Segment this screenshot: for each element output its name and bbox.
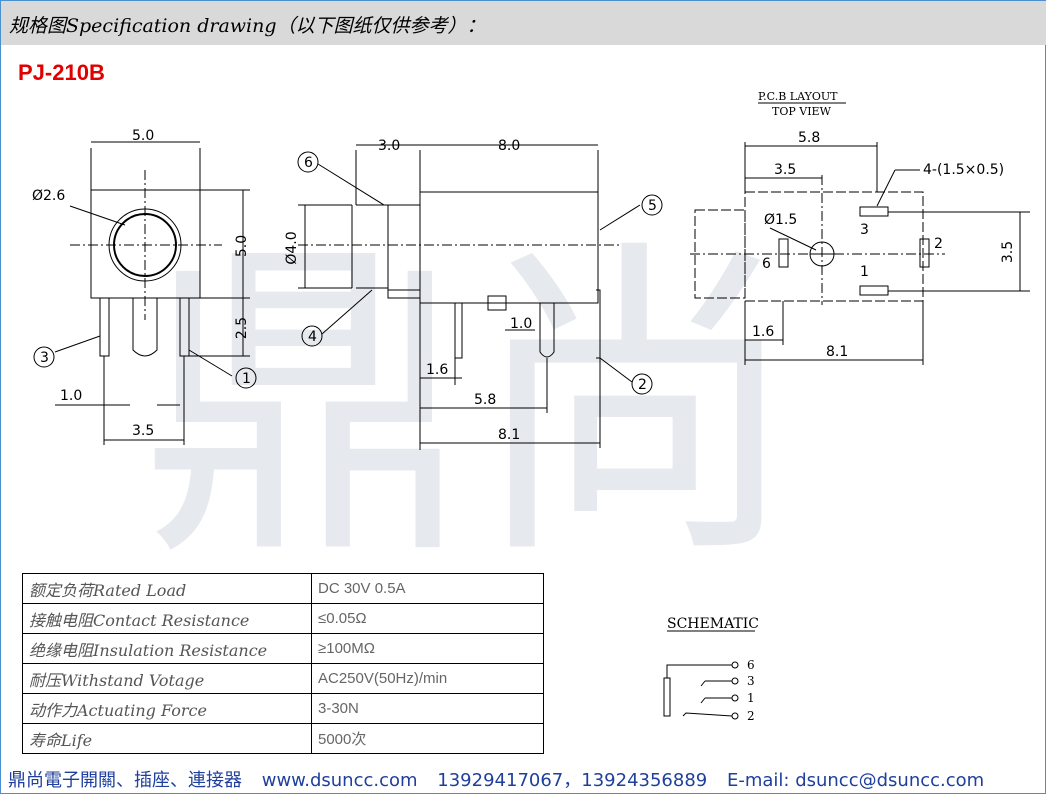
spec-table: 额定负荷Rated Load DC 30V 0.5A 接触电阻Contact R…: [22, 573, 544, 754]
pcb-pad-1: 1: [860, 264, 869, 280]
header-bar: 规格图Specification drawing（以下图纸仅供参考）：: [1, 1, 1046, 45]
pcb-dim-1-6-label: 1.6: [752, 324, 774, 340]
footer-phones: 13929417067，13924356889: [437, 770, 708, 791]
front-pin-spacing-label: 1.0: [60, 388, 82, 404]
side-nose-dia-label: Ø4.0: [284, 231, 300, 264]
schematic-title: SCHEMATIC: [667, 616, 759, 632]
schematic-pin-2: 2: [747, 709, 755, 723]
side-dim-5-8-label: 5.8: [474, 392, 496, 408]
spec-label: 额定负荷Rated Load: [22, 573, 312, 604]
spec-value: 3-30N: [311, 693, 544, 724]
pcb-pad-3: 3: [860, 222, 869, 238]
table-row: 额定负荷Rated Load DC 30V 0.5A: [22, 573, 544, 604]
footer-website[interactable]: www.dsuncc.com: [261, 770, 418, 791]
spec-value: 5000次: [311, 723, 544, 754]
side-nose-length-label: 3.0: [378, 138, 400, 154]
pcb-hole-label: Ø1.5: [764, 212, 797, 228]
schematic-diagram: SCHEMATIC 6 3 1 2: [663, 616, 759, 723]
side-dim-1-0-label: 1.0: [510, 316, 532, 332]
model-number: PJ-210B: [18, 60, 105, 85]
pcb-vertical-label: 3.5: [1000, 241, 1016, 263]
footer-company: 鼎尚電子開關、插座、連接器: [8, 770, 242, 791]
pcb-width-label: 5.8: [798, 130, 820, 146]
spec-value: ≥100MΩ: [311, 633, 544, 664]
callout-1: 1: [242, 371, 251, 387]
front-width-label: 5.0: [132, 128, 154, 144]
pcb-pad-2: 2: [934, 236, 943, 252]
front-pin-span-label: 3.5: [132, 423, 154, 439]
front-hole-label: Ø2.6: [32, 188, 65, 204]
front-pin-length-label: 2.5: [234, 317, 250, 339]
side-dim-1-6-label: 1.6: [426, 362, 448, 378]
table-row: 寿命Life 5000次: [22, 723, 544, 754]
pcb-layout-title: P.C.B LAYOUT: [758, 90, 838, 103]
callout-5: 5: [648, 198, 657, 214]
side-body-length-label: 8.0: [498, 138, 520, 154]
pcb-layout-subtitle: TOP VIEW: [772, 105, 832, 118]
table-row: 耐压Withstand Votage AC250V(50Hz)/min: [22, 663, 544, 694]
callout-3: 3: [40, 350, 49, 366]
callout-6: 6: [304, 155, 313, 171]
front-height-label: 5.0: [234, 235, 250, 257]
pcb-center-label: 3.5: [774, 162, 796, 178]
pcb-pads-note: 4-(1.5×0.5): [923, 162, 1004, 178]
spec-label: 耐压Withstand Votage: [22, 663, 312, 694]
pcb-dim-8-1-label: 8.1: [826, 344, 848, 360]
table-row: 接触电阻Contact Resistance ≤0.05Ω: [22, 603, 544, 634]
spec-value: ≤0.05Ω: [311, 603, 544, 634]
schematic-pin-6: 6: [747, 658, 755, 672]
schematic-pin-1: 1: [747, 691, 755, 705]
spec-label: 接触电阻Contact Resistance: [22, 603, 312, 634]
table-row: 绝缘电阻Insulation Resistance ≥100MΩ: [22, 633, 544, 664]
watermark: 鼎尚: [140, 214, 800, 570]
spec-value: AC250V(50Hz)/min: [311, 663, 544, 694]
side-dim-8-1-label: 8.1: [498, 427, 520, 443]
footer-contact: 鼎尚電子開關、插座、連接器 www.dsuncc.com 13929417067…: [8, 766, 984, 792]
pcb-pad-6: 6: [762, 256, 771, 272]
table-row: 动作力Actuating Force 3-30N: [22, 693, 544, 724]
page-title: 规格图Specification drawing（以下图纸仅供参考）：: [9, 15, 486, 37]
specification-drawing: 鼎尚: [32, 90, 1030, 570]
spec-label: 寿命Life: [22, 723, 312, 754]
callout-4: 4: [308, 329, 317, 345]
spec-label: 绝缘电阻Insulation Resistance: [22, 633, 312, 664]
footer-email[interactable]: E-mail: dsuncc@dsuncc.com: [726, 770, 985, 791]
schematic-pin-3: 3: [747, 674, 755, 688]
spec-label: 动作力Actuating Force: [22, 693, 312, 724]
spec-value: DC 30V 0.5A: [311, 573, 544, 604]
callout-2: 2: [638, 377, 647, 393]
